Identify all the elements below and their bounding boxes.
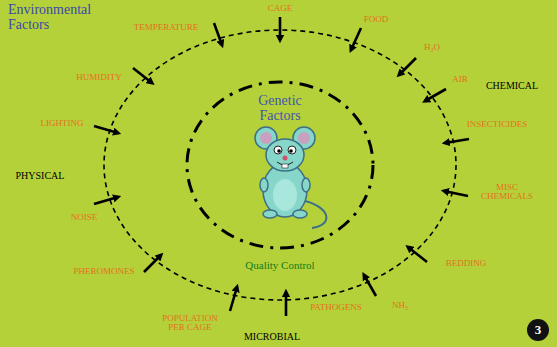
category-label: CHEMICAL	[486, 81, 538, 92]
callout-circle	[527, 319, 549, 341]
factor-label: NH₃	[392, 301, 408, 310]
mouse-figure	[255, 127, 326, 228]
factor-label: INSECTICIDES	[467, 120, 528, 129]
category-label: MICROBIAL	[244, 332, 300, 343]
factor-arrows	[94, 17, 469, 316]
diagram-title: Environmental Factors	[8, 3, 108, 32]
factor-label: NOISE	[71, 213, 98, 222]
factor-label: FOOD	[364, 15, 389, 24]
environment-circle: Genetic FactorsQuality Control	[102, 28, 458, 302]
node-label: Genetic Factors	[245, 94, 315, 123]
callout-number: 3	[535, 323, 542, 337]
factor-label: H₂O	[424, 43, 440, 52]
factor-label: LIGHTING	[41, 119, 84, 128]
factor-label: CAGE	[268, 4, 293, 13]
factor-label: PHEROMONES	[73, 267, 134, 276]
node-label: Quality Control	[220, 260, 340, 272]
category-label: PHYSICAL	[16, 171, 65, 182]
factor-label: TEMPERATURE	[134, 23, 199, 32]
factor-label: BEDDING	[446, 259, 487, 268]
genetic-circle: Genetic Factors	[185, 80, 375, 250]
factor-label: MISC CHEMICALS	[475, 183, 539, 202]
factor-label: PATHOGENS	[310, 303, 362, 312]
factor-label: POPULATION PER CAGE	[155, 314, 225, 333]
factor-label: AIR	[452, 75, 468, 84]
factor-label: HUMIDITY	[76, 73, 122, 82]
